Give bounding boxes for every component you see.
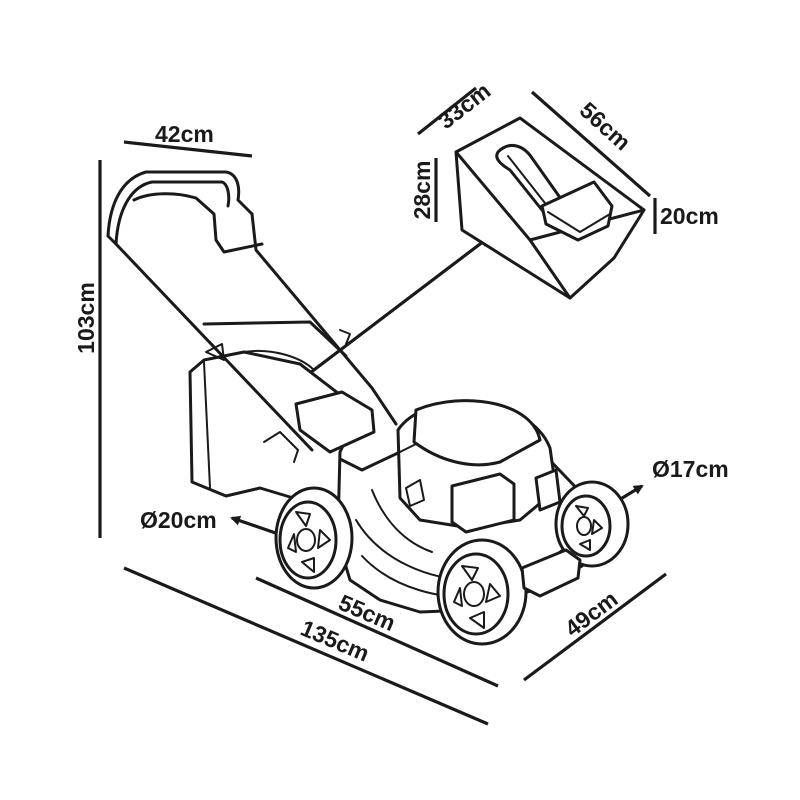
- mower-grass-bag: [188, 350, 362, 530]
- lawn-mower-drawing: [106, 170, 630, 646]
- total-width-line: [523, 572, 667, 682]
- rear-wheel-label: Ø20cm: [140, 507, 217, 533]
- engine-seam: [399, 443, 417, 453]
- dimension-lines: [98, 86, 667, 726]
- front-far-spokes: [575, 505, 603, 551]
- box-length-label: 56cm: [575, 97, 636, 156]
- handle-crossbar: [202, 320, 348, 358]
- handle-top-bar-inner: [114, 180, 231, 246]
- box-width-line: [417, 86, 477, 136]
- front-near-spokes: [453, 565, 501, 629]
- engine-pull-start: [405, 479, 425, 507]
- handle-knob-left: [205, 343, 225, 361]
- handle-width-label: 42cm: [155, 121, 214, 147]
- handle-top-bar: [106, 170, 254, 238]
- height-label: 103cm: [73, 282, 99, 354]
- grass-box-handle-line: [547, 211, 611, 233]
- grass-box-handle-block: [540, 180, 614, 242]
- rear-wheel-spokes: [287, 511, 331, 573]
- handle-width-line: [123, 140, 253, 158]
- handle-clamp: [263, 431, 299, 463]
- total-length-line: [123, 566, 489, 726]
- engine-fuel-cap: [534, 468, 562, 512]
- grass-box-arrow: [297, 236, 490, 384]
- handle-bail-lever: [132, 192, 264, 254]
- box-handle-height-label: 20cm: [660, 203, 719, 229]
- box-width-label: 33cm: [433, 77, 495, 134]
- front-near-rim: [442, 552, 510, 636]
- front-wheel-near: [436, 538, 528, 646]
- handle-knob-right: [339, 329, 351, 345]
- box-length-line: [530, 90, 652, 198]
- front-near-hub: [463, 581, 485, 607]
- engine-top-cover: [412, 399, 542, 467]
- rear-wheel-hub: [296, 528, 316, 552]
- front-bumper: [520, 548, 582, 598]
- mower-bag-side: [203, 361, 211, 489]
- deck-contour-3: [371, 489, 433, 553]
- grass-box-handle-groove: [507, 155, 553, 213]
- rear-wheel-rim: [278, 500, 338, 580]
- mower-bag-top: [243, 350, 315, 371]
- box-height-label: 28cm: [409, 161, 435, 220]
- front-wheel-far: [554, 480, 630, 568]
- rear-wheel: [274, 486, 354, 590]
- front-far-rim: [560, 494, 612, 558]
- engine-air-filter: [450, 472, 516, 534]
- grass-box-drawing: [454, 116, 646, 300]
- cutting-width-line: [255, 576, 499, 688]
- handle-right-rod: [250, 212, 398, 426]
- front-wheel-label: Ø17cm: [652, 456, 729, 482]
- handle-left-rod: [106, 234, 314, 452]
- handle-control-box: [294, 390, 376, 454]
